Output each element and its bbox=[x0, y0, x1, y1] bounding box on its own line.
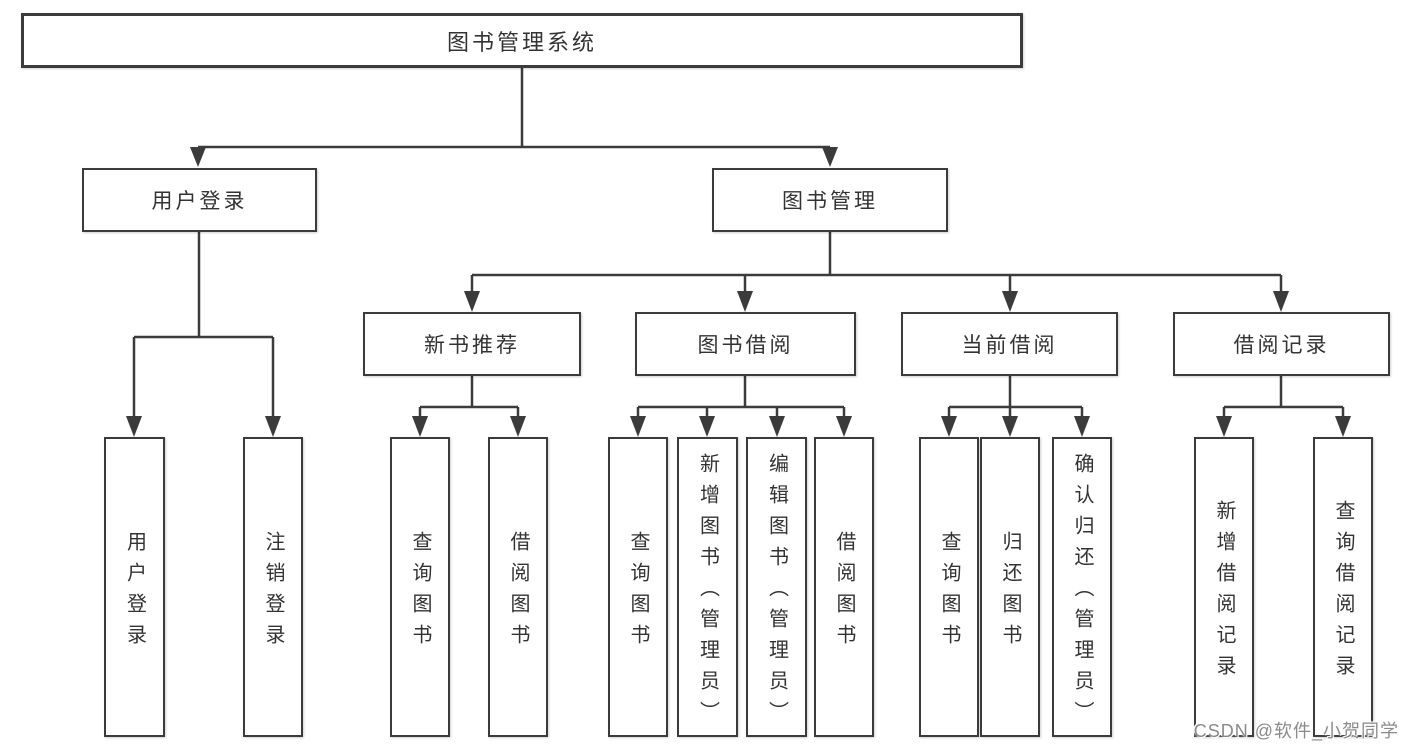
node-label: 新书推荐 bbox=[424, 334, 520, 357]
node-label: 查询图书 bbox=[938, 530, 960, 655]
node-current-borrowing: 当前借阅 bbox=[901, 312, 1118, 376]
node-label: 新增图书（管理员） bbox=[696, 453, 719, 732]
node-leaf-query-books-current: 查询图书 bbox=[919, 437, 979, 737]
node-label: 图书管理 bbox=[782, 190, 878, 213]
node-label: 查询图书 bbox=[409, 530, 431, 655]
node-borrowing-records: 借阅记录 bbox=[1173, 312, 1390, 376]
node-leaf-query-books-recommendation: 查询图书 bbox=[390, 437, 450, 737]
node-label: 借阅记录 bbox=[1233, 334, 1330, 357]
node-library-management-system: 图书管理系统 bbox=[21, 13, 1023, 68]
node-book-management: 图书管理 bbox=[712, 168, 948, 232]
node-leaf-confirm-return-admin: 确认归还（管理员） bbox=[1052, 437, 1112, 737]
node-leaf-borrow-books-recommendation: 借阅图书 bbox=[488, 437, 548, 737]
node-user-login: 用户登录 bbox=[82, 168, 317, 232]
node-leaf-query-books-borrowing: 查询图书 bbox=[608, 437, 668, 737]
node-label: 用户登录 bbox=[123, 530, 146, 655]
node-label: 当前借阅 bbox=[961, 334, 1058, 357]
node-label: 编辑图书（管理员） bbox=[765, 453, 788, 732]
node-leaf-borrow-books: 借阅图书 bbox=[814, 437, 874, 737]
node-leaf-add-borrow-record: 新增借阅记录 bbox=[1194, 437, 1254, 737]
node-leaf-query-borrow-record: 查询借阅记录 bbox=[1313, 437, 1373, 737]
node-label: 新增借阅记录 bbox=[1213, 499, 1235, 686]
node-leaf-edit-books-admin: 编辑图书（管理员） bbox=[746, 437, 807, 737]
node-leaf-user-login: 用户登录 bbox=[104, 437, 165, 737]
node-leaf-add-books-admin: 新增图书（管理员） bbox=[677, 437, 738, 737]
node-leaf-return-books: 归还图书 bbox=[980, 437, 1040, 737]
node-label: 图书借阅 bbox=[697, 334, 794, 357]
node-label: 注销登录 bbox=[262, 530, 284, 655]
node-label: 查询借阅记录 bbox=[1332, 499, 1354, 686]
node-label: 归还图书 bbox=[999, 530, 1021, 655]
node-leaf-logout: 注销登录 bbox=[243, 437, 303, 737]
node-new-book-recommendation: 新书推荐 bbox=[363, 312, 581, 376]
node-label: 图书管理系统 bbox=[446, 29, 597, 55]
node-label: 查询图书 bbox=[627, 530, 649, 655]
node-label: 用户登录 bbox=[151, 190, 248, 213]
csdn-watermark: CSDN @软件_小贺同学 bbox=[1193, 721, 1399, 741]
node-book-borrowing: 图书借阅 bbox=[635, 312, 856, 376]
node-label: 借阅图书 bbox=[833, 530, 855, 655]
node-label: 借阅图书 bbox=[507, 530, 529, 655]
node-label: 确认归还（管理员） bbox=[1071, 453, 1093, 732]
